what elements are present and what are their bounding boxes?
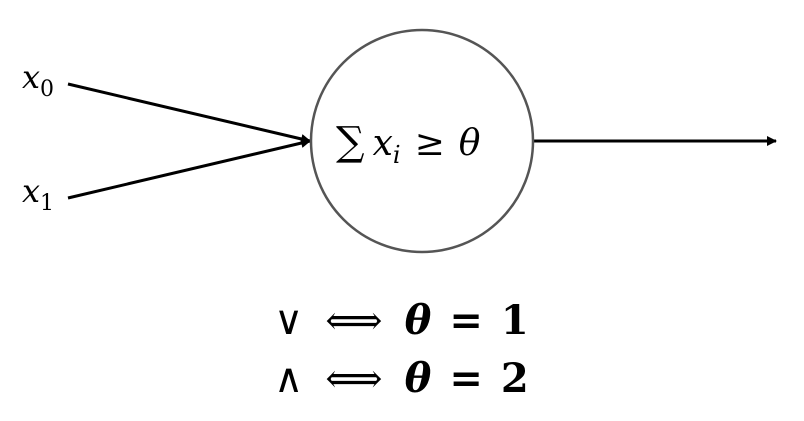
equivalence-symbol: ⟺: [325, 356, 382, 402]
neuron-formula: ∑xi≥θ: [336, 119, 481, 169]
rule-and: ∧⟺θ=2: [274, 355, 529, 402]
neuron-node: [309, 28, 535, 254]
rule-or: ∨⟺θ=1: [274, 297, 529, 344]
input-edge-x0: [67, 82, 311, 144]
and-operator: ∧: [274, 356, 303, 402]
or-operator: ∨: [274, 298, 303, 344]
equivalence-symbol: ⟺: [325, 298, 382, 344]
input-label-x0: x0: [22, 58, 54, 102]
sum-symbol: ∑: [336, 119, 365, 165]
input-label-x1: x1: [22, 172, 54, 216]
input-edge-x1: [67, 138, 311, 200]
